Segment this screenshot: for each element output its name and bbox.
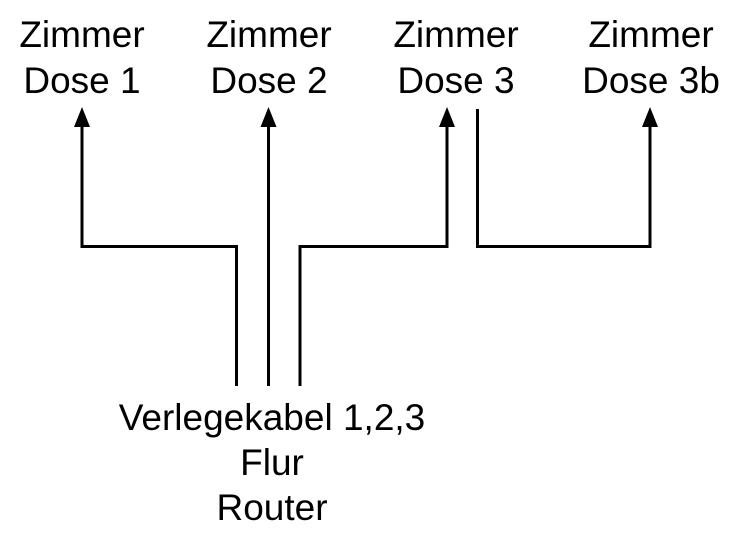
label-zimmer-dose-1-line2: Dose 1 xyxy=(23,60,141,101)
cable-dose1-line xyxy=(80,121,238,386)
label-zimmer-dose-3-line2: Dose 3 xyxy=(397,60,515,101)
label-zimmer-dose-2-line1: Zimmer xyxy=(206,14,332,55)
arrowhead-dose1 xyxy=(74,107,90,127)
label-zimmer-dose-1: Zimmer Dose 1 xyxy=(0,12,172,104)
label-zimmer-dose-2: Zimmer Dose 2 xyxy=(179,12,359,104)
arrowhead-dose3b xyxy=(642,107,658,127)
label-zimmer-dose-3b-line2: Dose 3b xyxy=(582,60,720,101)
arrowhead-dose2 xyxy=(260,107,277,127)
label-zimmer-dose-1-line1: Zimmer xyxy=(19,14,145,55)
label-source-router: Router xyxy=(216,487,328,528)
label-zimmer-dose-3: Zimmer Dose 3 xyxy=(366,12,546,104)
cable-dose3b-line xyxy=(476,109,652,248)
label-zimmer-dose-3b-line1: Zimmer xyxy=(588,14,714,55)
label-source-cables: Verlegekabel 1,2,3 xyxy=(118,397,426,438)
label-zimmer-dose-2-line2: Dose 2 xyxy=(210,60,328,101)
label-zimmer-dose-3b: Zimmer Dose 3b xyxy=(561,12,736,104)
cable-dose3-line xyxy=(298,121,449,386)
label-source-flur: Flur xyxy=(240,442,304,483)
arrowhead-dose3 xyxy=(439,107,455,127)
label-source: Verlegekabel 1,2,3 Flur Router xyxy=(62,395,482,530)
label-zimmer-dose-3-line1: Zimmer xyxy=(393,14,519,55)
